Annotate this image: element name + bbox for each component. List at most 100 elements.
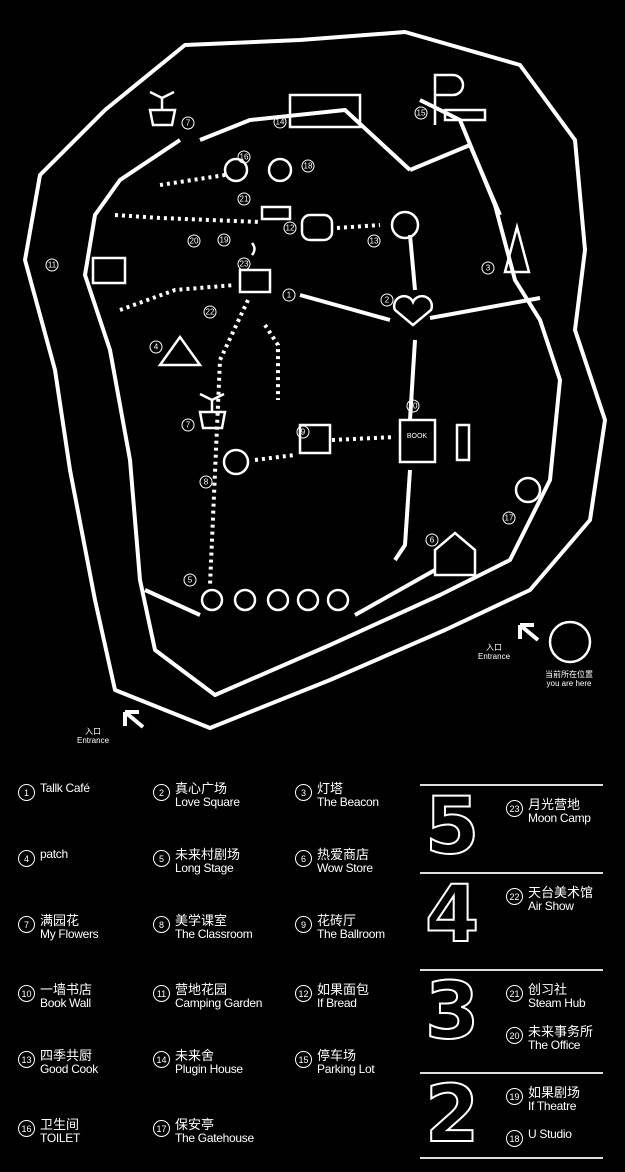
divider — [420, 872, 603, 874]
statue-icon — [222, 448, 250, 476]
map-marker[interactable]: 7 — [181, 116, 195, 130]
map-marker[interactable]: 4 — [149, 340, 163, 354]
map-marker[interactable]: 13 — [367, 234, 381, 248]
map-marker[interactable]: 14 — [273, 115, 287, 129]
svg-text:12: 12 — [286, 224, 295, 233]
road — [408, 339, 417, 421]
map-marker[interactable]: 16 — [237, 150, 251, 164]
performers-icon — [200, 588, 350, 612]
outer-boundary — [23, 30, 607, 730]
map-marker[interactable]: 19 — [217, 233, 231, 247]
room-en: Steam Hub — [528, 996, 586, 1010]
legend-zh: 美学课室 — [175, 913, 228, 928]
entrance-arrow-icon — [518, 623, 540, 642]
legend-en: If Bread — [317, 996, 357, 1010]
svg-text:1: 1 — [287, 291, 292, 300]
tent-icon — [157, 334, 203, 367]
room-zh: 未来事务所 — [528, 1024, 594, 1039]
legend-zh: 花砖厅 — [317, 913, 357, 928]
legend-number: 13 — [18, 1051, 35, 1068]
floor-room: 18 U Studio — [506, 1128, 572, 1147]
map-marker[interactable]: 18 — [301, 159, 315, 173]
svg-text:2: 2 — [385, 296, 390, 305]
map-marker[interactable]: 15 — [414, 106, 428, 120]
svg-text:7: 7 — [186, 119, 191, 128]
map-marker[interactable]: 12 — [283, 221, 297, 235]
floor-number: 2 — [424, 1070, 480, 1160]
guard-icon — [514, 476, 542, 504]
map-marker[interactable]: 17 — [502, 511, 516, 525]
road — [408, 234, 417, 291]
room-number: 22 — [506, 888, 523, 905]
legend-zh: 未来村剧场 — [175, 847, 241, 862]
map-marker[interactable]: 8 — [199, 475, 213, 489]
room-en: Moon Camp — [528, 811, 591, 825]
map-marker[interactable]: 5 — [183, 573, 197, 587]
road — [409, 143, 502, 216]
room-en: The Office — [528, 1038, 581, 1052]
flag-icon — [91, 256, 127, 285]
map-marker[interactable]: 22 — [203, 305, 217, 319]
legend-number: 5 — [153, 850, 170, 867]
map-marker[interactable]: 23 — [237, 257, 251, 271]
floor-number: 5 — [424, 782, 480, 872]
legend-zh: 一墙书店 — [40, 982, 93, 997]
legend-number: 8 — [153, 916, 170, 933]
road — [429, 296, 541, 320]
map-marker[interactable]: 6 — [425, 533, 439, 547]
book-icon — [398, 418, 437, 464]
grid-icon — [298, 423, 332, 455]
svg-text:19: 19 — [220, 236, 229, 245]
map-marker[interactable]: 10 — [406, 399, 420, 413]
map-marker[interactable]: 1 — [282, 288, 296, 302]
legend-number: 15 — [295, 1051, 312, 1068]
legend-en: The Ballroom — [317, 927, 385, 941]
map-marker[interactable]: 20 — [187, 234, 201, 248]
dotted-path — [114, 213, 261, 224]
legend-number: 9 — [295, 916, 312, 933]
map-marker[interactable]: 21 — [237, 192, 251, 206]
svg-text:9: 9 — [301, 428, 306, 437]
legend-en: patch — [40, 847, 68, 861]
map-marker[interactable]: 9 — [296, 425, 310, 439]
map-marker[interactable]: 11 — [45, 258, 59, 272]
chef-icon — [390, 210, 420, 240]
legend-en: Parking Lot — [317, 1062, 375, 1076]
map-marker[interactable]: 2 — [380, 293, 394, 307]
flower-pot-icon — [198, 392, 227, 430]
svg-text:15: 15 — [417, 109, 426, 118]
legend-zh: 真心广场 — [175, 781, 228, 796]
svg-text:8: 8 — [204, 478, 209, 487]
room-zh: 如果剧场 — [528, 1085, 581, 1100]
svg-text:4: 4 — [154, 343, 159, 352]
legend-en: Good Cook — [40, 1062, 99, 1076]
legend-number: 11 — [153, 985, 170, 1002]
road — [299, 293, 391, 322]
heart-icon — [392, 294, 434, 327]
room-number: 19 — [506, 1088, 523, 1105]
dotted-path — [208, 299, 250, 586]
legend-number: 16 — [18, 1120, 35, 1137]
map-marker[interactable]: 7 — [181, 418, 195, 432]
svg-text:20: 20 — [190, 237, 199, 246]
room-en: U Studio — [528, 1127, 572, 1141]
legend-number: 6 — [295, 850, 312, 867]
svg-text:22: 22 — [206, 308, 215, 317]
room-zh: 月光营地 — [528, 797, 581, 812]
legend-zh: 停车场 — [317, 1048, 357, 1063]
map-marker[interactable]: 3 — [481, 261, 495, 275]
room-number: 18 — [506, 1130, 523, 1147]
